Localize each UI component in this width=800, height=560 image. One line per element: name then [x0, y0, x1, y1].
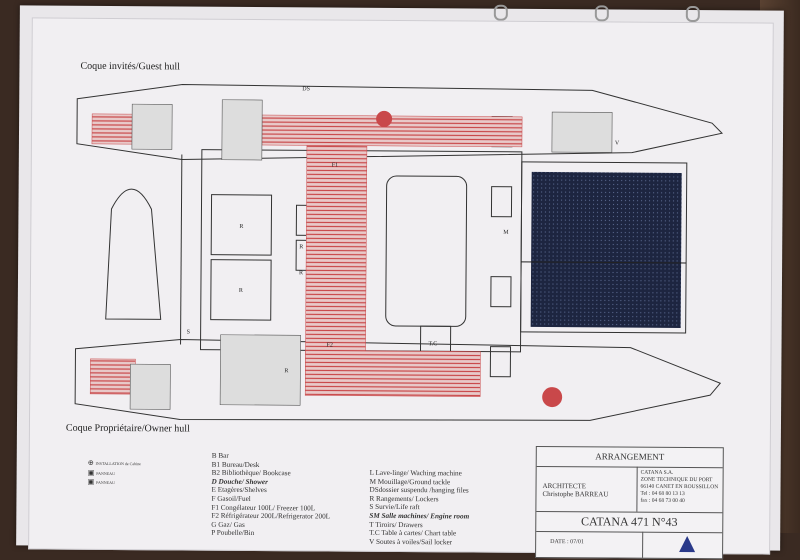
legend-item: V Soutes à voiles/Sail locker: [369, 537, 453, 547]
room-label: DS: [302, 86, 311, 93]
trampoline-frame: [520, 161, 688, 334]
trampoline: [530, 171, 682, 328]
cabin-bed: [221, 99, 263, 161]
cabin-bed: [129, 363, 171, 410]
legend-item: T.C Table à cartes/ Chart table: [369, 528, 457, 538]
symbol-row: ▣ PANNEAU: [87, 478, 115, 487]
legend-item: L Lave-linge/ Waching machine: [369, 468, 462, 478]
symbol-legend: ⊕ INSTALLATION de Cabine ▣ PANNEAU ▣ PAN…: [88, 459, 141, 488]
camera-box-icon: ▣: [87, 468, 95, 477]
legend-item: P Poubelle/Bin: [211, 529, 255, 538]
room-label: F1: [331, 162, 339, 169]
architect-info: ARCHITECTE Christophe BARREAU: [542, 482, 608, 498]
camera-box-icon: ▣: [87, 478, 95, 487]
room-label: R: [238, 287, 243, 294]
binder-ring: [594, 5, 609, 22]
title-block: ARRANGEMENT ARCHITECTE Christophe BARREA…: [535, 445, 724, 560]
cabin-bed: [131, 103, 173, 150]
binder-ring: [685, 5, 700, 23]
room-label: R: [299, 244, 304, 251]
cabin-bed: [219, 334, 301, 406]
document-sheet: Coque invités/Guest hull Coque Propriéta…: [28, 17, 774, 560]
legend-item: F Gasoil/Fuel: [211, 494, 251, 503]
deck-plan: [74, 83, 724, 421]
room-label: R: [299, 270, 304, 277]
company-fax: fax : 04 68 73 00 40: [640, 497, 685, 504]
room-label: M: [503, 229, 509, 236]
room-label: S: [186, 329, 190, 336]
legend-column-2: L Lave-linge/ Waching machine M Mouillag…: [369, 469, 469, 547]
legend-item: DSdossier suspendu /hanging files: [369, 485, 469, 495]
binder-sleeve: Coque invités/Guest hull Coque Propriéta…: [16, 4, 784, 560]
room-label: V: [614, 140, 620, 147]
cabin-bed: [551, 111, 613, 153]
binder-ring: [493, 4, 508, 21]
hatch-marker: [376, 110, 393, 127]
flooring-red: [89, 113, 523, 397]
symbol-row: ▣ PANNEAU: [87, 468, 115, 477]
model-name: CATANA 471 N°43: [536, 510, 723, 534]
catana-logo-icon: [679, 535, 696, 553]
title-block-heading: ARRANGEMENT: [536, 446, 723, 469]
date: DATE : 07/01: [550, 539, 584, 546]
room-label: R: [239, 223, 244, 230]
symbol-row: ⊕ INSTALLATION de Cabine: [87, 458, 141, 467]
company-info: CATANA S.A. ZONE TECHNIQUE DU PORT 66140…: [640, 470, 718, 506]
dinghy: [105, 188, 162, 320]
architect-name: Christophe BARREAU: [542, 490, 609, 499]
room-label: F2: [326, 342, 333, 349]
room-label: T.C: [428, 341, 438, 348]
crosshair-circle-icon: ⊕: [87, 458, 94, 467]
legend-column-1: B Bar B1 Bureau/Desk B2 Bibliothèque/ Bo…: [211, 452, 330, 539]
room-label: R: [284, 368, 289, 375]
hatch-marker: [542, 387, 563, 408]
guest-hull-outline: [76, 83, 724, 160]
legend-item: SM Salle machines/ Engine room: [369, 511, 470, 521]
